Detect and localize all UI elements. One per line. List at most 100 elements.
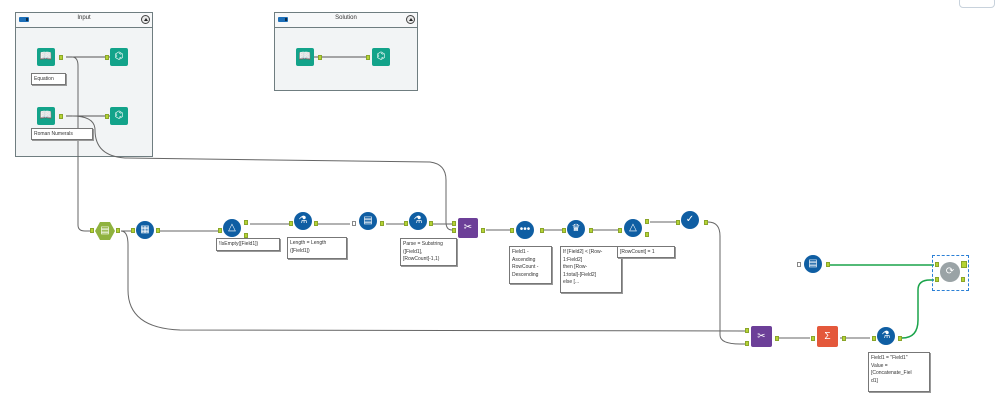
- wire: [707, 221, 746, 345]
- input-anchor[interactable]: [131, 228, 135, 233]
- input-data-icon: 📖: [298, 51, 312, 62]
- tool-browse[interactable]: ⌬: [110, 107, 128, 125]
- output-anchor[interactable]: [842, 336, 846, 341]
- tool-formula[interactable]: ⚗: [409, 212, 427, 230]
- input-anchor[interactable]: [618, 228, 622, 233]
- input-anchor[interactable]: [404, 221, 408, 226]
- canvas-corner-button[interactable]: [959, 0, 995, 8]
- tool-browse[interactable]: ⌬: [372, 48, 390, 66]
- tool-find-replace[interactable]: ✂: [751, 326, 772, 347]
- tool-input-data[interactable]: 📖: [37, 107, 55, 125]
- output-anchor[interactable]: [318, 55, 322, 60]
- container-header[interactable]: Input: [16, 13, 152, 28]
- output-anchor[interactable]: [380, 221, 384, 226]
- input-anchor[interactable]: [352, 221, 356, 226]
- browse-icon: ⌬: [114, 110, 124, 121]
- output-anchor[interactable]: [59, 55, 63, 60]
- input-anchor[interactable]: [105, 55, 109, 60]
- input-anchor[interactable]: [562, 228, 566, 233]
- input-anchor[interactable]: [452, 228, 456, 233]
- input-anchor[interactable]: [452, 221, 456, 226]
- output-anchor[interactable]: [704, 220, 708, 225]
- tool-find-replace[interactable]: ✂: [458, 218, 478, 238]
- container-icon: [19, 17, 29, 22]
- sort-icon: •••: [519, 224, 531, 235]
- input-data-icon: 📖: [39, 51, 53, 62]
- tool-select-records[interactable]: ✓: [681, 211, 699, 229]
- tool-text-to-columns[interactable]: ▤: [95, 222, 115, 240]
- tool-annotation: Field1 - Ascending RowCount - Descending: [509, 246, 552, 284]
- formula-icon: ⚗: [298, 215, 308, 226]
- true-anchor[interactable]: [645, 219, 649, 224]
- input-anchor[interactable]: [676, 220, 680, 225]
- tool-input-data[interactable]: 📖: [296, 48, 314, 66]
- tool-formula[interactable]: ⚗: [294, 212, 312, 230]
- input-anchor[interactable]: [289, 221, 293, 226]
- text-to-columns-icon: ▤: [100, 225, 110, 236]
- generate-rows-icon: ▤: [363, 215, 373, 226]
- wire-green: [901, 279, 934, 339]
- false-anchor[interactable]: [244, 233, 248, 238]
- input-anchor[interactable]: [745, 341, 749, 346]
- input-anchor[interactable]: [935, 277, 939, 282]
- input-data-icon: 📖: [39, 110, 53, 121]
- tool-sort[interactable]: •••: [516, 221, 534, 239]
- input-anchor[interactable]: [218, 228, 222, 233]
- output-anchor[interactable]: [540, 228, 544, 233]
- input-anchor[interactable]: [811, 336, 815, 341]
- summarize-icon: Σ: [824, 330, 831, 342]
- browse-icon: ⌬: [114, 51, 124, 62]
- test-icon: ⟳: [945, 266, 955, 277]
- input-anchor[interactable]: [105, 114, 109, 119]
- formula-icon: ⚗: [881, 330, 891, 341]
- formula-icon: ⚗: [413, 215, 423, 226]
- input-anchor[interactable]: [935, 262, 939, 267]
- container-title: Solution: [335, 15, 357, 21]
- output-anchor[interactable]: [59, 114, 63, 119]
- collapse-icon[interactable]: [406, 15, 415, 24]
- output-anchor[interactable]: [775, 336, 779, 341]
- output-anchor[interactable]: [961, 261, 967, 268]
- text-input-icon: ▤: [808, 258, 818, 269]
- container-header[interactable]: Solution: [275, 13, 417, 28]
- tool-summarize[interactable]: Σ: [817, 326, 838, 347]
- output-anchor[interactable]: [898, 336, 902, 341]
- tool-test[interactable]: ⟳: [940, 262, 960, 282]
- output-anchor[interactable]: [314, 221, 318, 226]
- tool-annotation: Equation: [31, 73, 66, 85]
- tool-formula[interactable]: ⚗: [877, 327, 895, 345]
- collapse-icon[interactable]: [141, 15, 150, 24]
- tool-generate-rows[interactable]: ▤: [359, 212, 377, 230]
- false-anchor[interactable]: [645, 232, 649, 237]
- tool-annotation: [RowCount] = 1: [617, 246, 675, 258]
- tool-filter[interactable]: △: [624, 219, 642, 237]
- output-anchor[interactable]: [826, 262, 830, 267]
- input-anchor[interactable]: [745, 328, 749, 333]
- find-replace-icon: ✂: [463, 222, 473, 233]
- input-anchor[interactable]: [872, 336, 876, 341]
- tool-text-input[interactable]: ▤: [804, 255, 822, 273]
- find-replace-icon: ✂: [757, 330, 766, 342]
- input-anchor[interactable]: [510, 228, 514, 233]
- tool-annotation: Field1 = "Field1" Value = [Concatenate_F…: [868, 352, 930, 392]
- output-anchor[interactable]: [961, 277, 965, 282]
- output-anchor[interactable]: [116, 228, 120, 233]
- output-anchor[interactable]: [156, 228, 160, 233]
- tool-input-data[interactable]: 📖: [37, 48, 55, 66]
- tool-annotation: !IsEmpty([Field1]): [216, 238, 280, 251]
- input-anchor[interactable]: [797, 262, 801, 267]
- tool-multi-row-formula[interactable]: ♛: [567, 220, 585, 238]
- tool-browse[interactable]: ⌬: [110, 48, 128, 66]
- select-records-icon: ✓: [685, 214, 695, 225]
- true-anchor[interactable]: [244, 220, 248, 225]
- input-anchor[interactable]: [90, 228, 94, 233]
- tool-filter[interactable]: △: [223, 219, 241, 237]
- output-anchor[interactable]: [589, 228, 593, 233]
- tool-annotation: Parse = Substring ([Field1], [RowCount]-…: [400, 238, 457, 266]
- output-anchor[interactable]: [429, 221, 433, 226]
- tool-record-id[interactable]: ▦: [136, 221, 154, 239]
- selected-tool-outline: [932, 255, 969, 291]
- output-anchor[interactable]: [481, 228, 485, 233]
- input-anchor[interactable]: [366, 55, 370, 60]
